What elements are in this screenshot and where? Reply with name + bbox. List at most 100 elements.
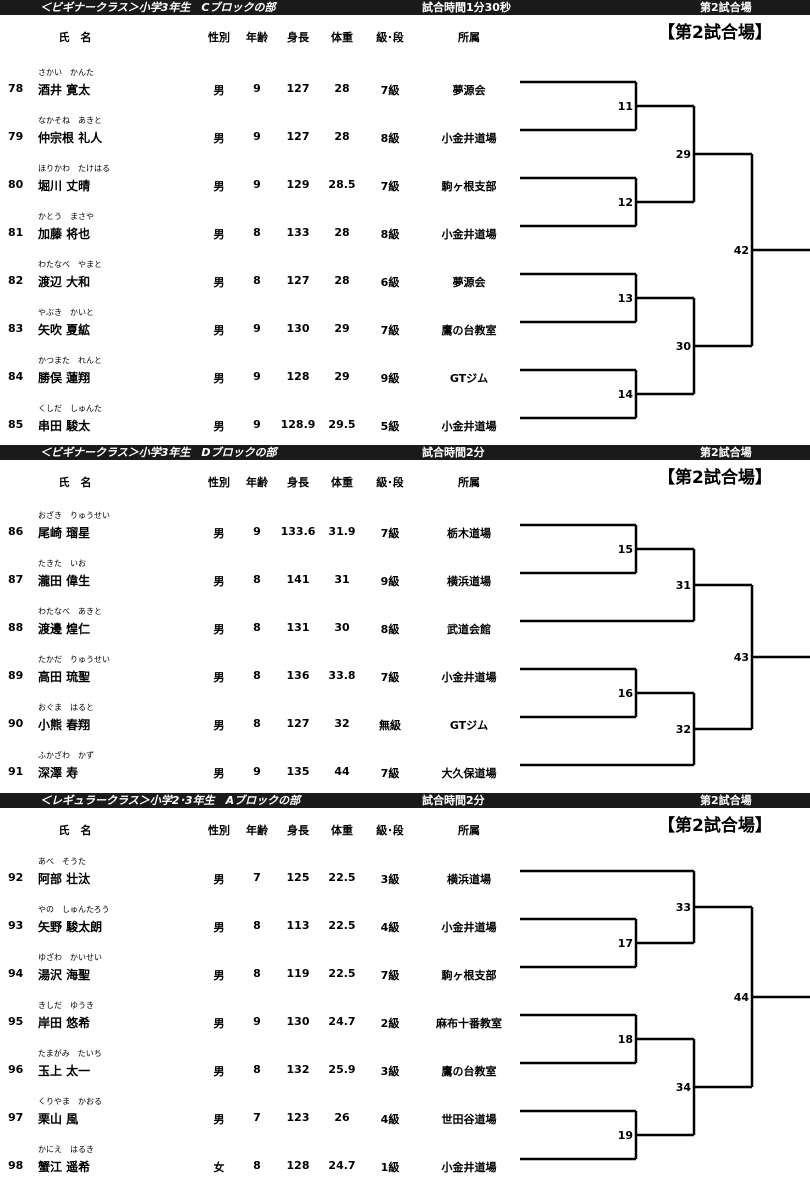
block-c: ＜ビギナークラス＞小学3年生 Cブロックの部 試合時間1分30秒 第2試合場 【… xyxy=(0,0,810,445)
class-label: ＜ビギナークラス＞小学3年生 Cブロックの部 xyxy=(40,1,276,14)
player-name: 湯沢 海聖 xyxy=(38,968,91,982)
player-affiliation: 横浜道場 xyxy=(447,575,491,588)
player-grade: 7級 xyxy=(380,84,400,97)
player-kana: ほりかわ たけはる xyxy=(38,164,110,173)
col-affiliation: 所属 xyxy=(458,31,480,44)
match-time: 試合時間1分30秒 xyxy=(422,1,511,14)
player-gender: 男 xyxy=(213,372,225,385)
player-kana: わたなべ あきと xyxy=(38,607,102,616)
player-number: 90 xyxy=(8,717,24,730)
player-affiliation: GTジム xyxy=(449,372,489,385)
player-grade: 4級 xyxy=(380,921,400,934)
player-affiliation: 小金井道場 xyxy=(441,420,497,433)
player-age: 9 xyxy=(253,82,261,95)
player-affiliation: 世田谷道場 xyxy=(441,1113,497,1126)
player-height: 127 xyxy=(286,274,310,287)
player-weight: 26 xyxy=(334,1111,350,1124)
player-grade: 無級 xyxy=(379,719,401,732)
player-number: 80 xyxy=(8,178,24,191)
match-number: 30 xyxy=(676,340,692,353)
player-grade: 7級 xyxy=(380,767,400,780)
player-name: 堀川 丈晴 xyxy=(38,179,91,193)
player-kana: くしだ しゅんた xyxy=(38,404,102,413)
player-number: 82 xyxy=(8,274,24,287)
player-grade: 7級 xyxy=(380,671,400,684)
player-height: 130 xyxy=(286,1015,310,1028)
col-weight: 体重 xyxy=(331,476,353,489)
player-name: 尾崎 瑠星 xyxy=(38,526,91,540)
match-time: 試合時間2分 xyxy=(422,794,485,807)
player-grade: 7級 xyxy=(380,180,400,193)
player-name: 高田 琉聖 xyxy=(38,670,91,684)
player-name: 深澤 寿 xyxy=(38,766,79,780)
player-age: 8 xyxy=(253,621,261,634)
player-name: 阿部 壮汰 xyxy=(38,872,91,886)
col-gender: 性別 xyxy=(208,476,230,489)
match-number: 34 xyxy=(676,1081,692,1094)
player-grade: 9級 xyxy=(380,372,400,385)
player-kana: おざき りゅうせい xyxy=(38,511,110,520)
player-grade: 8級 xyxy=(380,623,400,636)
match-time: 試合時間2分 xyxy=(422,446,485,459)
player-number: 95 xyxy=(8,1015,24,1028)
player-weight: 32 xyxy=(334,717,350,730)
player-kana: たまがみ たいち xyxy=(38,1049,102,1058)
player-affiliation: 夢源会 xyxy=(452,276,486,289)
player-gender: 男 xyxy=(213,132,225,145)
player-grade: 9級 xyxy=(380,575,400,588)
player-gender: 男 xyxy=(213,1113,225,1126)
venue-title: 【第2試合場】 xyxy=(658,816,772,836)
player-kana: ふかざわ かず xyxy=(38,751,94,760)
player-weight: 28.5 xyxy=(328,178,356,191)
player-weight: 29 xyxy=(334,370,350,383)
player-weight: 28 xyxy=(334,130,350,143)
col-height: 身長 xyxy=(287,31,309,44)
player-height: 119 xyxy=(286,967,310,980)
col-height: 身長 xyxy=(287,476,309,489)
player-age: 8 xyxy=(253,967,261,980)
player-gender: 男 xyxy=(213,1017,225,1030)
player-kana: やの しゅんたろう xyxy=(38,905,110,914)
class-label: ＜ビギナークラス＞小学3年生 Dブロックの部 xyxy=(40,446,277,459)
player-gender: 男 xyxy=(213,623,225,636)
player-number: 92 xyxy=(8,871,24,884)
player-age: 9 xyxy=(253,178,261,191)
player-affiliation: 鷹の台教室 xyxy=(441,1065,497,1078)
player-gender: 男 xyxy=(213,767,225,780)
player-gender: 男 xyxy=(213,527,225,540)
match-number: 16 xyxy=(618,687,634,700)
player-age: 8 xyxy=(253,1159,261,1172)
player-number: 96 xyxy=(8,1063,24,1076)
player-grade: 8級 xyxy=(380,132,400,145)
player-gender: 男 xyxy=(213,84,225,97)
player-gender: 男 xyxy=(213,276,225,289)
col-weight: 体重 xyxy=(331,31,353,44)
venue-title: 【第2試合場】 xyxy=(658,468,772,488)
player-age: 9 xyxy=(253,370,261,383)
player-weight: 22.5 xyxy=(328,871,356,884)
match-number: 13 xyxy=(618,292,633,305)
player-grade: 7級 xyxy=(380,324,400,337)
player-gender: 男 xyxy=(213,228,225,241)
col-age: 年齢 xyxy=(246,824,268,837)
col-name: 氏 名 xyxy=(58,31,92,44)
match-number: 33 xyxy=(676,901,691,914)
player-height: 123 xyxy=(286,1111,310,1124)
player-grade: 4級 xyxy=(380,1113,400,1126)
player-number: 88 xyxy=(8,621,24,634)
match-number: 43 xyxy=(734,651,749,664)
player-kana: あべ そうた xyxy=(38,857,86,866)
player-affiliation: 小金井道場 xyxy=(441,228,497,241)
player-weight: 29 xyxy=(334,322,350,335)
player-age: 9 xyxy=(253,765,261,778)
player-weight: 31 xyxy=(334,573,350,586)
player-gender: 男 xyxy=(213,420,225,433)
col-name: 氏 名 xyxy=(58,476,92,489)
